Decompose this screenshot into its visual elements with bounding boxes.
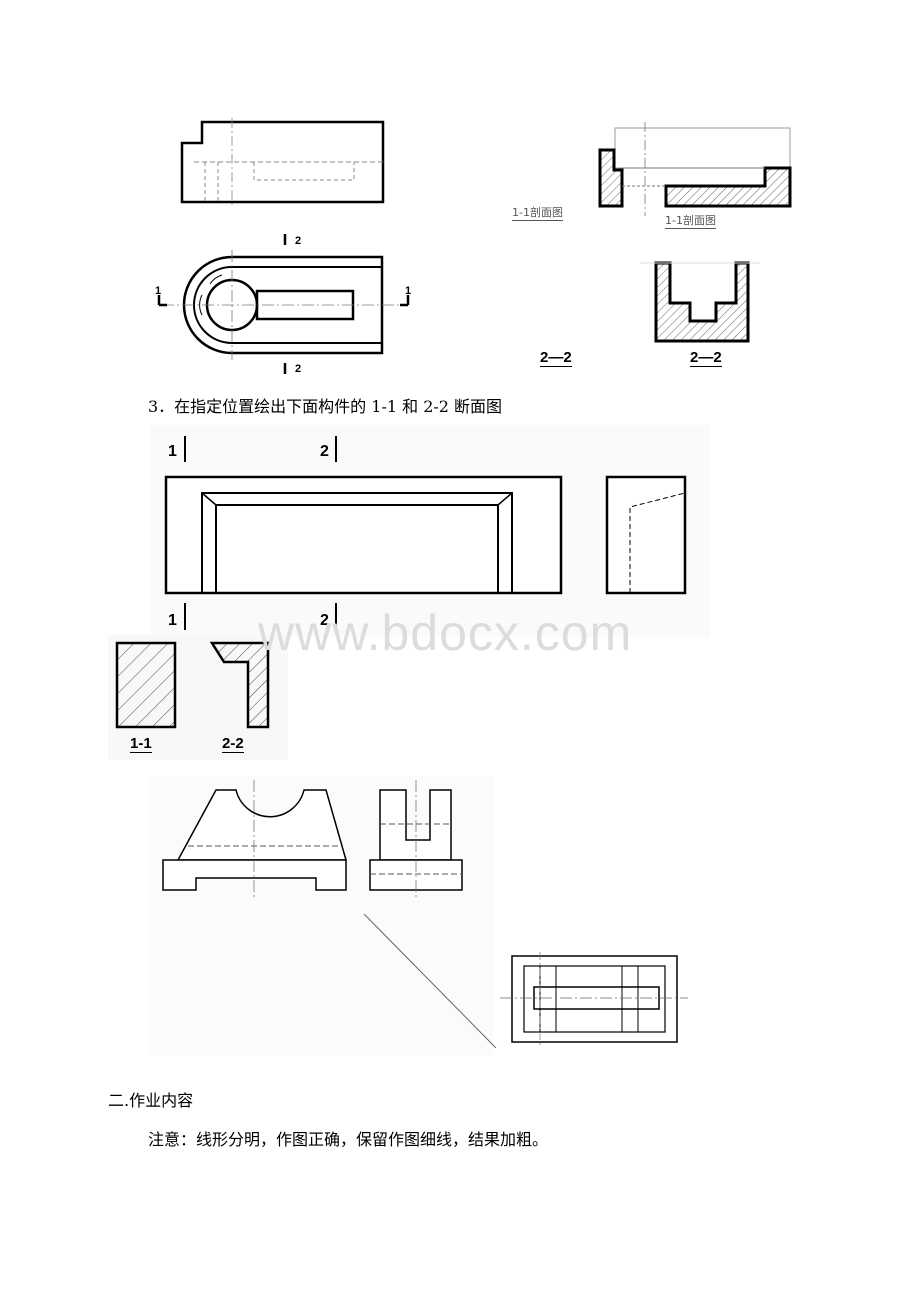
- section-two-note: 注意：线形分明，作图正确，保留作图细线，结果加粗。: [148, 1130, 549, 1149]
- section-2-2-answer-drawing: [640, 261, 760, 343]
- section-1-1-caption-right: 1-1剖面图: [665, 214, 716, 229]
- three-view-drawing: [148, 776, 688, 1056]
- mark-2-bottom: 2: [320, 612, 329, 629]
- mark-1-top: 1: [168, 443, 177, 460]
- watermark: www.bdocx.com: [258, 605, 633, 661]
- mark-2-top: 2: [320, 443, 329, 460]
- cut-label-1-right: 1: [405, 285, 411, 297]
- top-front-view-drawing: 2 1 1 2: [155, 118, 411, 375]
- answer-2-2-label: 2-2: [222, 735, 244, 753]
- cut-label-1-left: 1: [155, 285, 161, 297]
- exercise-3-instruction: 3．在指定位置绘出下面构件的 1-1 和 2-2 断面图: [148, 397, 503, 416]
- section-two-heading: 二.作业内容: [108, 1091, 194, 1110]
- section-2-2-caption-left: 2—2: [540, 349, 572, 367]
- cut-label-2-bottom: 2: [295, 363, 301, 375]
- mark-1-bottom: 1: [168, 612, 177, 629]
- section-1-1-caption-left: 1-1剖面图: [512, 206, 563, 221]
- section-1-1-answer-drawing: [598, 122, 792, 216]
- cut-label-2-top: 2: [295, 235, 301, 247]
- exercise-3-drawing: 1 2 1 2: [150, 425, 710, 637]
- section-2-2-caption-right: 2—2: [690, 349, 722, 367]
- answer-1-1-label: 1-1: [130, 735, 152, 753]
- exercise-3-answer-sections: [108, 635, 288, 760]
